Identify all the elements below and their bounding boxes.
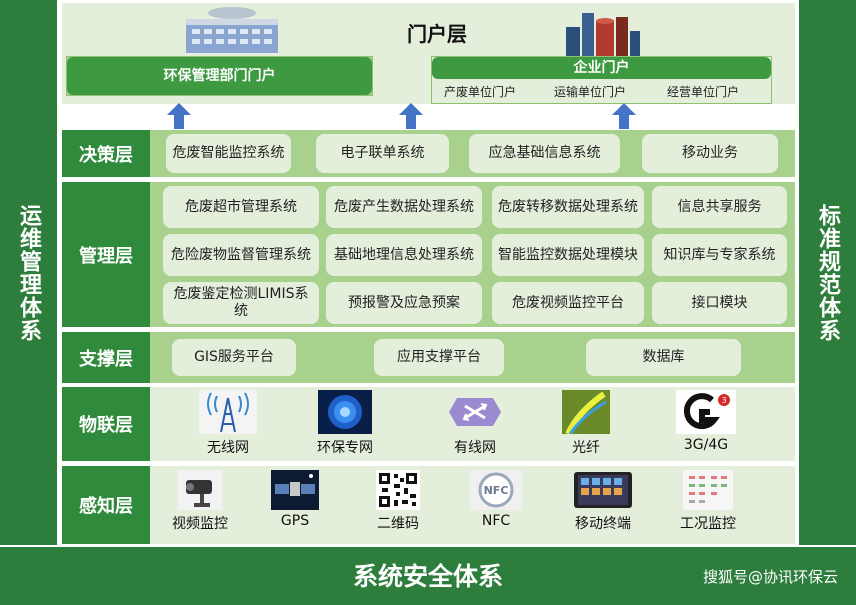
nfc-logo-icon: NFC — [470, 470, 522, 510]
nfc-label: NFC — [481, 513, 511, 529]
wireless-network-label: 无线网 — [207, 440, 249, 456]
env-private-network-item[interactable]: 环保专网 — [307, 390, 383, 457]
standards-system-label: 标准规范体系 — [815, 203, 840, 342]
up-arrow-icon — [399, 103, 423, 129]
env-private-network-label: 环保专网 — [317, 440, 373, 456]
ops-management-system-label: 运维管理体系 — [16, 203, 41, 342]
iot-layer-label: 物联层 — [62, 387, 150, 461]
router-icon — [449, 398, 501, 426]
operator-portal-link[interactable]: 经营单位门户 — [667, 85, 740, 99]
iot-layer: 物联层 无线网 环保专网 有线网 光纤 — [62, 387, 795, 461]
transporter-portal-link[interactable]: 运输单位门户 — [554, 85, 627, 99]
producer-portal-link[interactable]: 产废单位门户 — [444, 85, 517, 99]
3g-4g-logo-icon: 3 — [676, 390, 736, 434]
hazwaste-generation-data-box[interactable]: 危废产生数据处理系统 — [326, 186, 482, 228]
mobile-business-box[interactable]: 移动业务 — [642, 134, 778, 173]
up-arrow-icon — [612, 103, 636, 129]
video-monitoring-label: 视频监控 — [172, 516, 228, 532]
support-layer-label: 支撑层 — [62, 332, 150, 383]
qr-code-label: 二维码 — [377, 516, 419, 532]
hazwaste-testing-limis-box[interactable]: 危废鉴定检测LIMIS系统 — [163, 282, 319, 324]
e-manifest-box[interactable]: 电子联单系统 — [316, 134, 449, 173]
optical-fiber-label: 光纤 — [572, 440, 600, 456]
wireless-network-item[interactable]: 无线网 — [194, 390, 262, 457]
portal-layer-title: 门户层 — [407, 22, 467, 46]
enterprise-portal-label[interactable]: 企业门户 — [432, 57, 771, 79]
mobile-network-item[interactable]: 3 3G/4G — [668, 390, 744, 453]
qr-code-item[interactable]: 二维码 — [368, 470, 428, 533]
ops-management-system-bar: 运维管理体系 — [0, 0, 57, 545]
factory-icon — [566, 13, 640, 59]
wired-network-item[interactable]: 有线网 — [440, 390, 510, 457]
wireless-tower-icon — [199, 390, 257, 434]
cctv-camera-icon — [178, 470, 222, 510]
nfc-item[interactable]: NFC NFC — [466, 470, 526, 529]
hazwaste-supervision-box[interactable]: 危险废物监督管理系统 — [163, 234, 319, 276]
basic-geo-info-box[interactable]: 基础地理信息处理系统 — [326, 234, 482, 276]
video-monitoring-item[interactable]: 视频监控 — [160, 470, 240, 533]
source-watermark: 搜狐号@协讯环保云 — [702, 568, 838, 586]
management-layer-label: 管理层 — [62, 182, 150, 327]
hazwaste-smart-monitoring-box[interactable]: 危废智能监控系统 — [166, 134, 291, 173]
security-system-title: 系统安全体系 — [352, 562, 503, 591]
hazwaste-market-box[interactable]: 危废超市管理系统 — [163, 186, 319, 228]
support-layer: 支撑层 GIS服务平台 应用支撑平台 数据库 — [62, 332, 795, 383]
gps-label: GPS — [280, 513, 310, 529]
security-system-bar: 系统安全体系 搜狐号@协讯环保云 — [0, 547, 856, 605]
mobile-terminal-label: 移动终端 — [575, 516, 631, 532]
app-support-box[interactable]: 应用支撑平台 — [374, 339, 504, 376]
env-dept-portal-bar: 环保管理部门门户 — [66, 56, 373, 96]
wired-network-label: 有线网 — [454, 440, 496, 456]
optical-fiber-item[interactable]: 光纤 — [556, 390, 616, 457]
database-box[interactable]: 数据库 — [586, 339, 741, 376]
standards-system-bar: 标准规范体系 — [799, 0, 856, 545]
mobile-network-label: 3G/4G — [683, 437, 729, 453]
qr-code-icon — [376, 470, 420, 510]
working-condition-monitoring-item[interactable]: 工况监控 — [668, 470, 748, 533]
management-layer: 管理层 危废超市管理系统 危废产生数据处理系统 危废转移数据处理系统 信息共享服… — [62, 182, 795, 327]
env-dept-portal-label[interactable]: 环保管理部门门户 — [67, 57, 372, 95]
info-sharing-box[interactable]: 信息共享服务 — [652, 186, 787, 228]
decision-layer-label: 决策层 — [62, 130, 150, 177]
svg-text:NFC: NFC — [484, 484, 509, 497]
decision-layer: 决策层 危废智能监控系统 电子联单系统 应急基础信息系统 移动业务 — [62, 130, 795, 177]
optical-fiber-icon — [562, 390, 610, 434]
perception-layer: 感知层 视频监控 GPS 二 — [62, 466, 795, 544]
gps-item[interactable]: GPS — [265, 470, 325, 529]
svg-text:3: 3 — [721, 396, 726, 405]
warning-emergency-plan-box[interactable]: 预报警及应急预案 — [326, 282, 482, 324]
government-building-icon — [186, 7, 278, 53]
interface-module-box[interactable]: 接口模块 — [652, 282, 787, 324]
mobile-terminal-item[interactable]: 移动终端 — [563, 470, 643, 533]
satellite-icon — [271, 470, 319, 510]
hazwaste-transfer-data-box[interactable]: 危废转移数据处理系统 — [492, 186, 644, 228]
portal-layer: 门户层 环保管理部门门户 企业门户 产废单位门户 运输单位门户 经营单位门户 — [62, 3, 795, 104]
tablet-icon — [574, 472, 632, 508]
gis-service-box[interactable]: GIS服务平台 — [172, 339, 296, 376]
working-condition-monitoring-label: 工况监控 — [680, 516, 736, 532]
monitoring-panel-icon — [683, 470, 733, 510]
smart-monitoring-data-box[interactable]: 智能监控数据处理模块 — [492, 234, 644, 276]
hazwaste-video-monitoring-box[interactable]: 危废视频监控平台 — [492, 282, 644, 324]
network-globe-icon — [318, 390, 372, 434]
knowledge-expert-box[interactable]: 知识库与专家系统 — [652, 234, 787, 276]
emergency-info-box[interactable]: 应急基础信息系统 — [469, 134, 620, 173]
up-arrow-icon — [167, 103, 191, 129]
enterprise-portal-bar: 企业门户 产废单位门户 运输单位门户 经营单位门户 — [431, 56, 772, 104]
perception-layer-label: 感知层 — [62, 466, 150, 544]
